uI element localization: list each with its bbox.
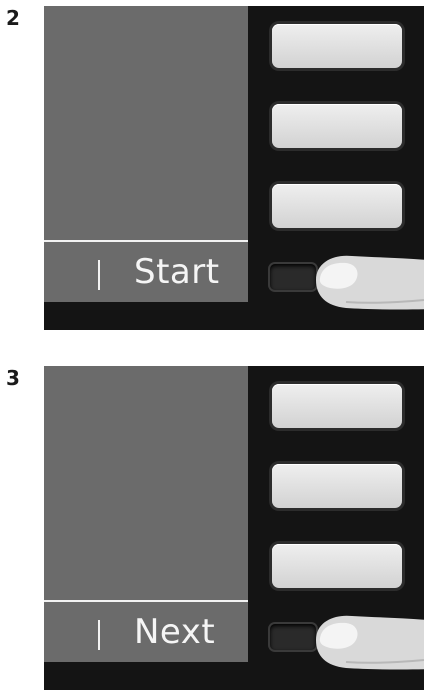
display-screen	[44, 366, 248, 662]
hardware-button-1[interactable]	[272, 384, 402, 428]
step-number: 2	[6, 6, 20, 30]
softkey-button[interactable]	[270, 264, 316, 290]
device-panel: Start	[44, 6, 424, 330]
hardware-button-1[interactable]	[272, 24, 402, 68]
softkey-label-area: Start	[44, 242, 248, 302]
display-divider	[44, 240, 248, 242]
softkey-separator	[98, 260, 100, 290]
softkey-label: Next	[134, 612, 216, 652]
softkey-separator	[98, 620, 100, 650]
hardware-button-3[interactable]	[272, 184, 402, 228]
pressing-finger-icon	[316, 255, 424, 310]
pressing-finger-icon	[316, 615, 424, 670]
softkey-label: Start	[134, 252, 220, 292]
hardware-button-2[interactable]	[272, 464, 402, 508]
softkey-label-area: Next	[44, 602, 248, 662]
hardware-button-3[interactable]	[272, 544, 402, 588]
display-divider	[44, 600, 248, 602]
softkey-button[interactable]	[270, 624, 316, 650]
display-screen	[44, 6, 248, 302]
hardware-button-2[interactable]	[272, 104, 402, 148]
device-panel: Next	[44, 366, 424, 690]
step-number: 3	[6, 366, 20, 390]
